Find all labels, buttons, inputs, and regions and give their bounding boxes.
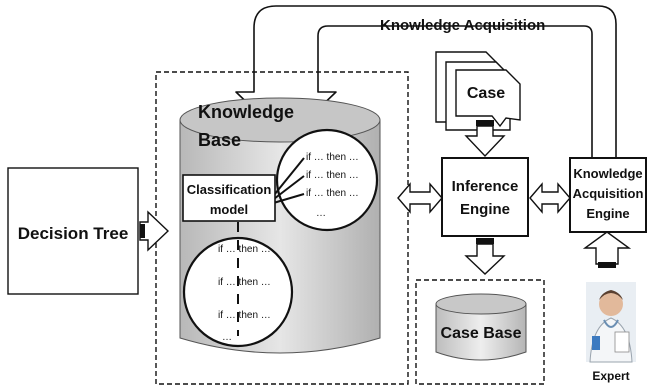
inference-engine-label-2: Engine: [460, 201, 510, 218]
lower-rule-2: if … then …: [218, 277, 271, 288]
arrow-case-to-inference: [464, 125, 506, 158]
expert-avatar: [586, 282, 636, 363]
arrow-kb-inference: [397, 182, 443, 214]
case-label: Case: [467, 85, 505, 102]
upper-rule-4: …: [316, 208, 326, 219]
case-base-container: [415, 279, 545, 385]
knowledge-base-label-2: Base: [198, 130, 241, 150]
lower-rule-1: if … then …: [218, 244, 271, 255]
classification-model-box: [182, 174, 276, 222]
lower-rule-4: …: [222, 332, 232, 343]
classification-model-label-2: model: [210, 202, 248, 217]
knowledge-base-label-1: Knowledge: [198, 102, 294, 122]
upper-rule-2: if … then …: [306, 170, 359, 181]
decision-tree-label: Decision Tree: [18, 224, 129, 243]
arrow-expert-tail: [598, 262, 616, 268]
case-base-cylinder: [435, 293, 527, 361]
ka-engine-label-2: Acquisition: [573, 186, 644, 201]
upper-rules-circle: [275, 128, 379, 232]
inference-engine-label-1: Inference: [452, 178, 519, 195]
classification-model-label-1: Classification: [187, 182, 272, 197]
knowledge-acquisition-title: Knowledge Acquisition: [380, 17, 545, 34]
case-base-label: Case Base: [441, 325, 522, 342]
arrow-decision-tree-to-kb: [139, 210, 170, 252]
arrow-inference-to-casebase: [464, 243, 506, 275]
lower-rules-circle: [182, 236, 294, 348]
arrow-expert-to-ka: [582, 231, 632, 265]
arrow-inference-ka: [529, 182, 571, 214]
inference-engine-box: [441, 157, 529, 237]
case-document: [435, 51, 521, 131]
decision-tree-box: [7, 167, 139, 295]
arrow-decision-tree-tail: [140, 224, 145, 238]
ka-engine-label-3: Engine: [586, 206, 629, 221]
upper-rule-1: if … then …: [306, 152, 359, 163]
ka-engine-label-1: Knowledge: [573, 166, 642, 181]
expert-label: Expert: [592, 369, 629, 383]
arrow-case-tail: [476, 120, 494, 126]
arrow-casebase-tail: [476, 238, 494, 244]
lower-rule-3: if … then …: [218, 310, 271, 321]
ka-engine-box: [569, 157, 647, 233]
upper-rule-3: if … then …: [306, 188, 359, 199]
